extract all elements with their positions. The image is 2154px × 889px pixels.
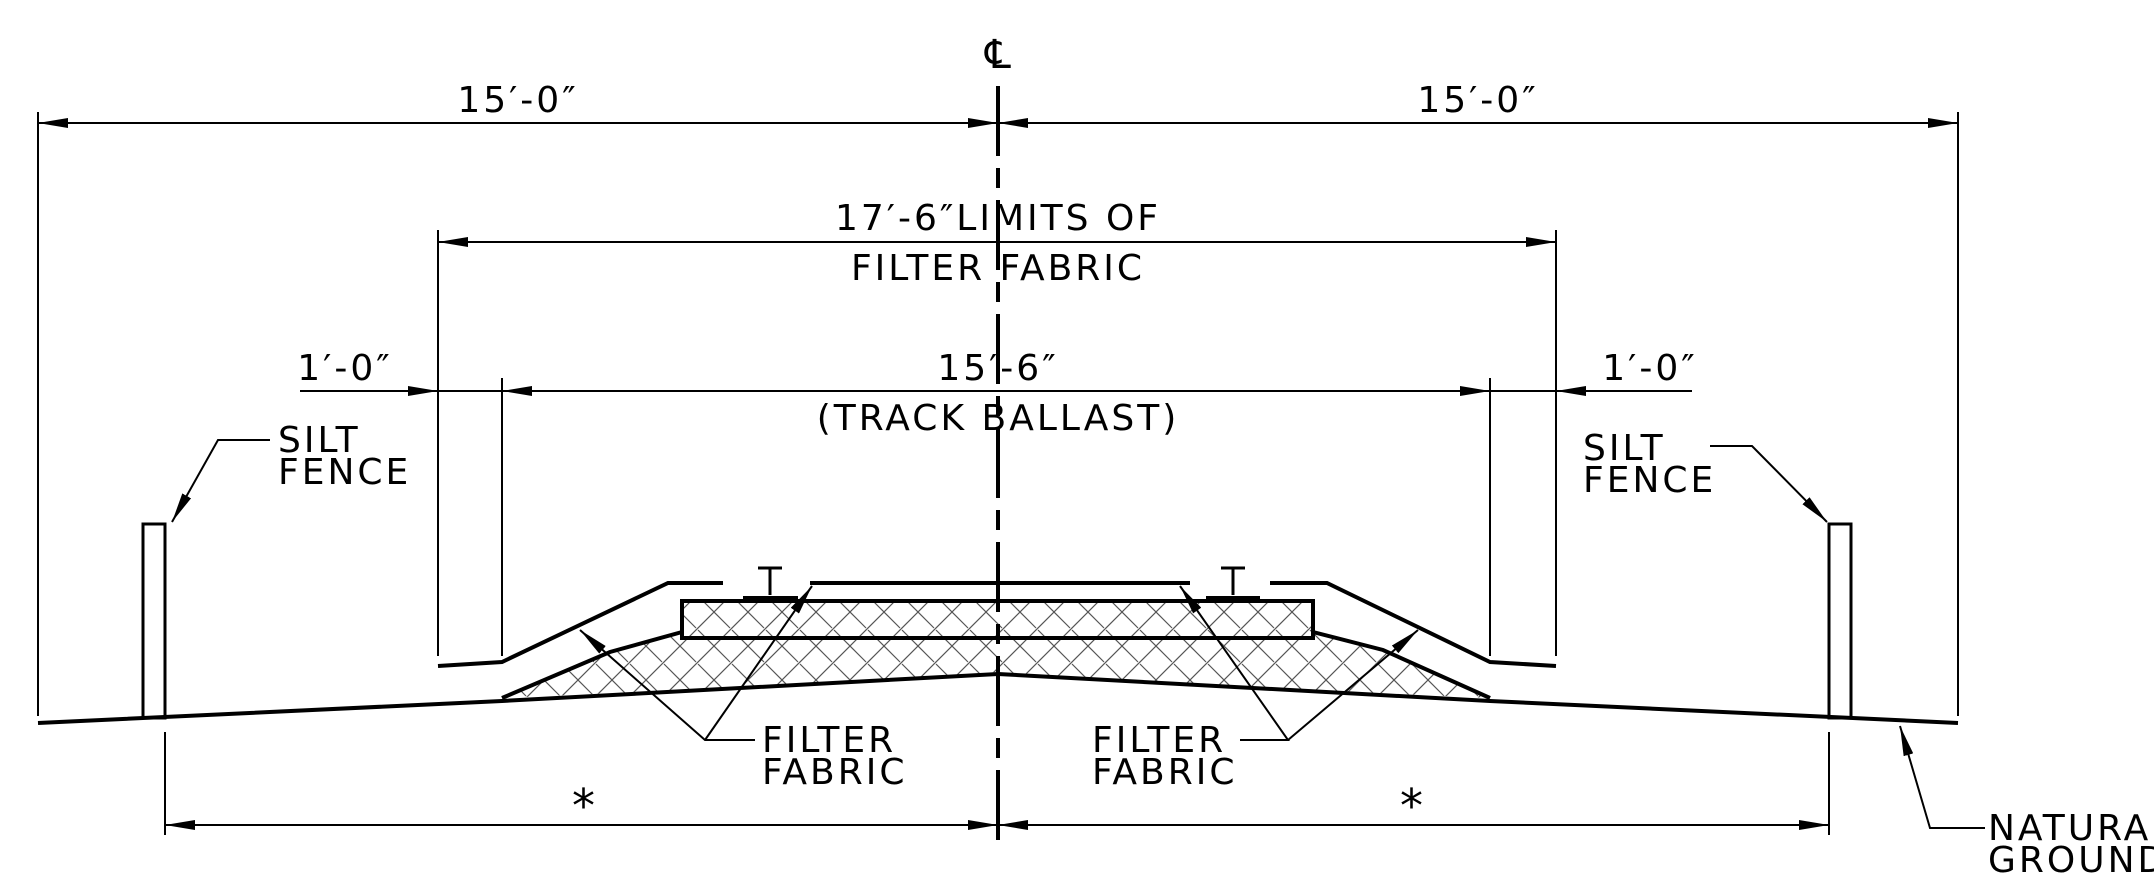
right-rail-icon <box>1206 566 1260 600</box>
dim-text-bottom-right: * <box>1400 779 1426 833</box>
left-ballast-shoulder <box>437 581 723 668</box>
left-silt-fence-post <box>141 522 167 720</box>
left-rail-icon <box>743 566 798 600</box>
label-natural-ground-1: NATURAL <box>1988 808 2154 849</box>
centerline-symbol: ℄ <box>984 32 1011 78</box>
right-ballast-shoulder <box>1270 581 1557 668</box>
left-fabric-slope <box>501 630 683 700</box>
dim-text-fabric-limits-2: FILTER FABRIC <box>851 248 1145 289</box>
leader-natural-ground <box>1899 725 1985 829</box>
dim-text-left-15ft: 15′-0″ <box>457 80 578 121</box>
label-natural-ground-2: GROUND <box>1988 840 2154 881</box>
dim-text-right-15ft: 15′-0″ <box>1417 80 1538 121</box>
leader-right-fabric-b <box>1287 629 1419 741</box>
right-fabric-slope <box>1312 630 1491 700</box>
label-right-filter-fabric-1: FILTER <box>1092 720 1226 761</box>
label-left-silt-fence-1: SILT <box>278 420 361 461</box>
dim-text-bottom-left: * <box>572 779 598 833</box>
dim-text-track-ballast-label: (TRACK BALLAST) <box>817 398 1180 439</box>
dim-text-left-offset: 1′-0″ <box>297 348 392 389</box>
label-right-silt-fence-1: SILT <box>1583 428 1666 469</box>
dim-text-track-ballast: 15′-6″ <box>937 348 1058 389</box>
label-left-filter-fabric-2: FABRIC <box>762 752 908 793</box>
right-silt-fence-post <box>1827 522 1853 720</box>
leader-left-fabric-b <box>704 585 813 741</box>
dim-text-fabric-limits-1: 17′-6″LIMITS OF <box>835 198 1161 239</box>
label-right-silt-fence-2: FENCE <box>1583 460 1716 501</box>
dim-text-right-offset: 1′-0″ <box>1602 348 1697 389</box>
leader-right-silt-fence <box>1710 445 1828 523</box>
label-left-silt-fence-2: FENCE <box>278 452 411 493</box>
label-right-filter-fabric-2: FABRIC <box>1092 752 1238 793</box>
label-left-filter-fabric-1: FILTER <box>762 720 896 761</box>
leader-left-silt-fence <box>171 439 270 523</box>
